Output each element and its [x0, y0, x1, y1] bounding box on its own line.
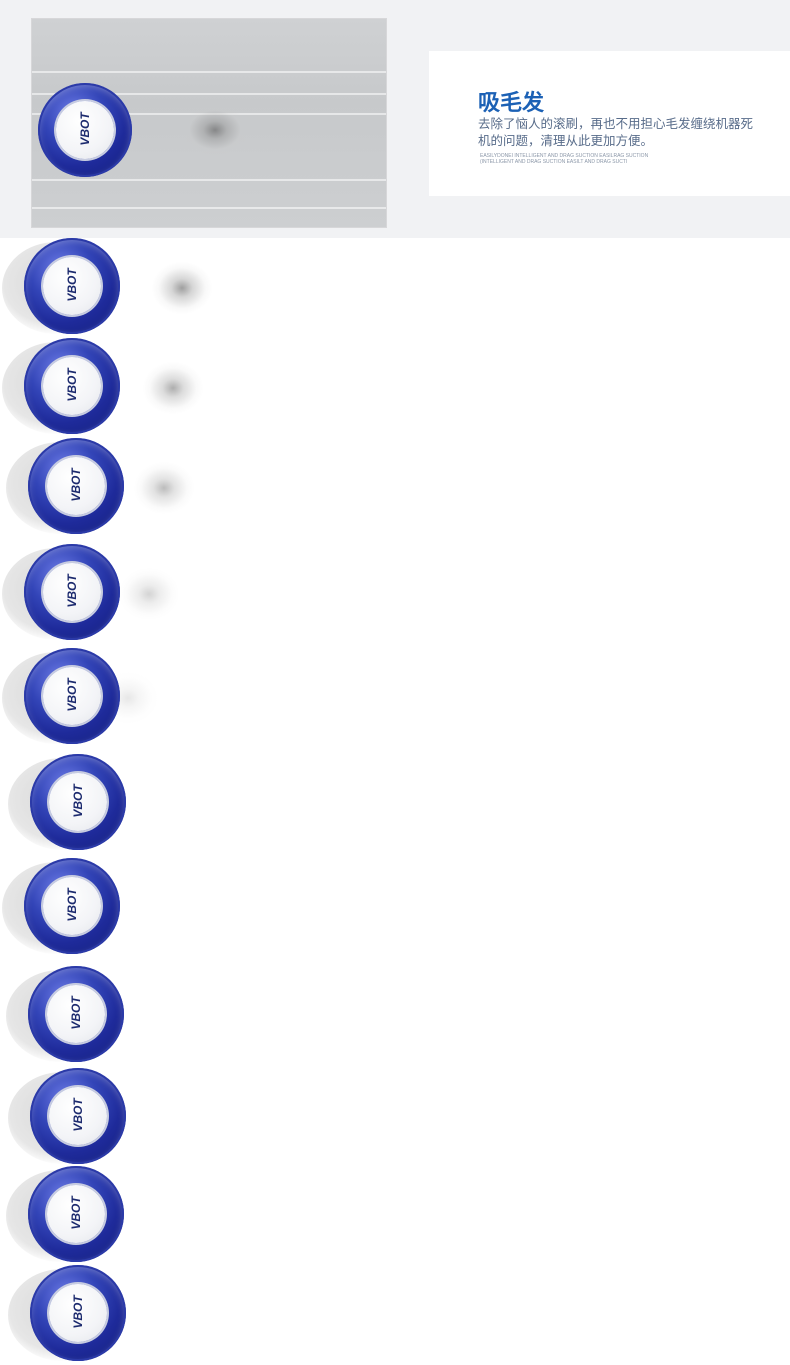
- robot-vacuum-image: VBOT: [24, 338, 120, 434]
- brand-logo: VBOT: [65, 368, 79, 402]
- robot-lid: [49, 1087, 107, 1145]
- hair-debris: [119, 568, 179, 620]
- animation-frame: VBOT: [0, 438, 230, 538]
- animation-frame: VBOT: [0, 966, 230, 1066]
- brand-logo: VBOT: [65, 268, 79, 302]
- floor-line: [32, 71, 386, 73]
- floor-line: [32, 93, 386, 95]
- animation-frame: VBOT: [0, 1068, 230, 1168]
- robot-lid: [47, 985, 105, 1043]
- robot-lid: [56, 101, 114, 159]
- robot-lid: [43, 667, 101, 725]
- robot-lid: [43, 877, 101, 935]
- brand-logo: VBOT: [71, 1098, 85, 1132]
- animation-frame: VBOT: [0, 648, 230, 748]
- robot-vacuum-image: VBOT: [28, 966, 124, 1062]
- animation-frame: VBOT: [0, 238, 230, 338]
- robot-vacuum-image: VBOT: [24, 858, 120, 954]
- animation-frames: VBOT VBOT VBOT VBOT VBOT VBOT VBOT VBOT VBOT VBOT…: [0, 238, 230, 1365]
- brand-logo: VBOT: [65, 888, 79, 922]
- animation-frame: VBOT: [0, 1265, 230, 1365]
- hair-debris: [143, 362, 203, 414]
- robot-vacuum-image: VBOT: [24, 648, 120, 744]
- robot-vacuum-image: VBOT: [30, 1265, 126, 1361]
- animation-frame: VBOT: [0, 858, 230, 958]
- robot-lid: [43, 357, 101, 415]
- brand-logo: VBOT: [65, 678, 79, 712]
- robot-lid: [49, 773, 107, 831]
- feature-card: 吸毛发 去除了恼人的滚刷，再也不用担心毛发缠绕机器死机的问题，清理从此更加方便。…: [429, 51, 790, 196]
- robot-vacuum-image: VBOT: [30, 1068, 126, 1164]
- floor-line: [32, 179, 386, 181]
- brand-logo: VBOT: [69, 996, 83, 1030]
- feature-english-caption: EASILYDONEI INTELLIGENT AND DRAG SUCTION…: [480, 153, 649, 165]
- product-photo: VBOT: [31, 18, 387, 228]
- robot-lid: [43, 563, 101, 621]
- animation-frame: VBOT: [0, 754, 230, 854]
- robot-vacuum-image: VBOT: [24, 238, 120, 334]
- brand-logo: VBOT: [71, 1295, 85, 1329]
- robot-vacuum-image: VBOT: [24, 544, 120, 640]
- robot-lid: [49, 1284, 107, 1342]
- robot-lid: [47, 457, 105, 515]
- brand-logo: VBOT: [65, 574, 79, 608]
- brand-logo: VBOT: [78, 112, 92, 146]
- brand-logo: VBOT: [69, 468, 83, 502]
- feature-description: 去除了恼人的滚刷，再也不用担心毛发缠绕机器死机的问题，清理从此更加方便。: [478, 116, 754, 148]
- robot-lid: [47, 1185, 105, 1243]
- hair-debris: [182, 105, 248, 155]
- feature-title: 吸毛发: [478, 91, 545, 116]
- robot-lid: [43, 257, 101, 315]
- hair-debris: [134, 462, 194, 514]
- brand-logo: VBOT: [69, 1196, 83, 1230]
- animation-frame: VBOT: [0, 338, 230, 438]
- hero-section: VBOT 吸毛发 去除了恼人的滚刷，再也不用担心毛发缠绕机器死机的问题，清理从此…: [0, 0, 790, 238]
- hair-debris: [152, 262, 212, 314]
- robot-vacuum-image: VBOT: [30, 754, 126, 850]
- animation-frame: VBOT: [0, 544, 230, 644]
- robot-vacuum-image: VBOT: [38, 83, 132, 177]
- robot-vacuum-image: VBOT: [28, 438, 124, 534]
- floor-line: [32, 207, 386, 209]
- brand-logo: VBOT: [71, 784, 85, 818]
- robot-vacuum-image: VBOT: [28, 1166, 124, 1262]
- animation-frame: VBOT: [0, 1166, 230, 1266]
